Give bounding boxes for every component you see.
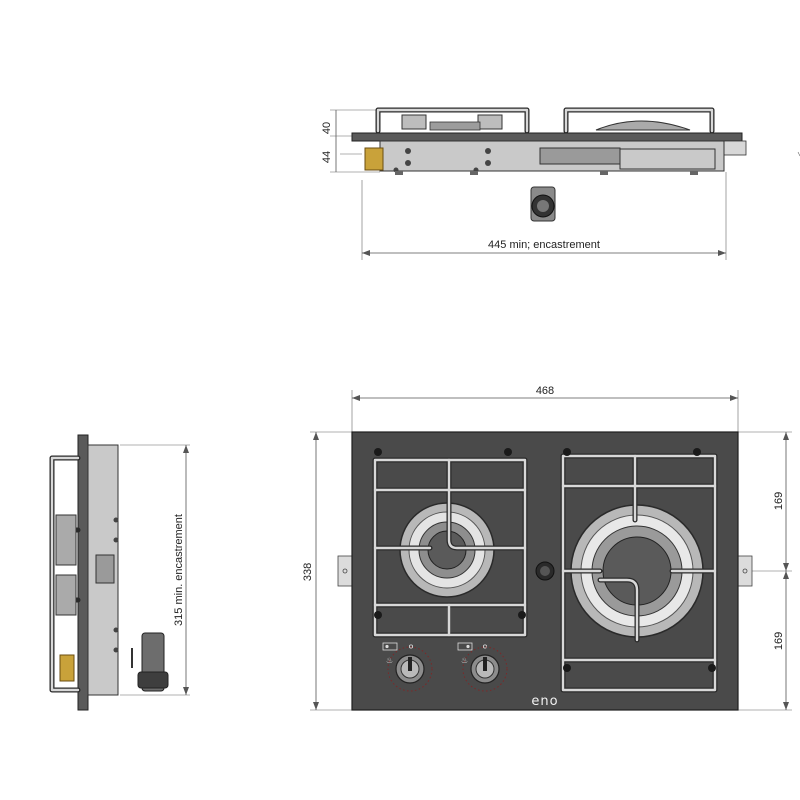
dimension-cutout-depth: 315 min. encastrement	[173, 514, 185, 626]
dimension-half-depth-top: 169	[773, 492, 785, 510]
dimension-height-44: 44	[321, 151, 333, 163]
svg-text:♨: ♨	[386, 656, 393, 665]
burner-indicator-right	[457, 642, 487, 651]
pan-support-left	[372, 457, 528, 638]
side-elevation-view: 315 min. encastrement	[49, 434, 190, 711]
brand-logo: eno	[531, 694, 558, 709]
front-gas-elbow	[530, 186, 556, 222]
fixing-bracket-left	[337, 555, 353, 587]
plan-view: 468 338 169 169	[302, 385, 792, 711]
front-glass-top	[351, 132, 743, 142]
fixing-bracket-right	[737, 555, 753, 587]
side-gas-elbow	[131, 632, 169, 692]
front-elevation-view: 40 44	[321, 107, 800, 260]
pan-support-right	[560, 453, 718, 693]
gas-connector	[364, 147, 384, 171]
svg-text:♨: ♨	[461, 656, 468, 665]
front-pan-supports	[375, 107, 715, 134]
dimension-half-depth-bottom: 169	[773, 632, 785, 650]
control-knob-left[interactable]: ♨	[386, 646, 433, 692]
burner-large	[570, 504, 704, 638]
side-glass-top	[77, 434, 89, 711]
control-knob-right[interactable]: ♨	[461, 646, 508, 692]
burner-indicator-left	[382, 642, 413, 651]
dimension-height-40: 40	[321, 122, 333, 134]
dimension-cutout-width: 445 min; encastrement	[488, 239, 600, 251]
dimension-overall-width: 468	[536, 385, 554, 397]
dimension-overall-depth: 338	[302, 563, 314, 581]
